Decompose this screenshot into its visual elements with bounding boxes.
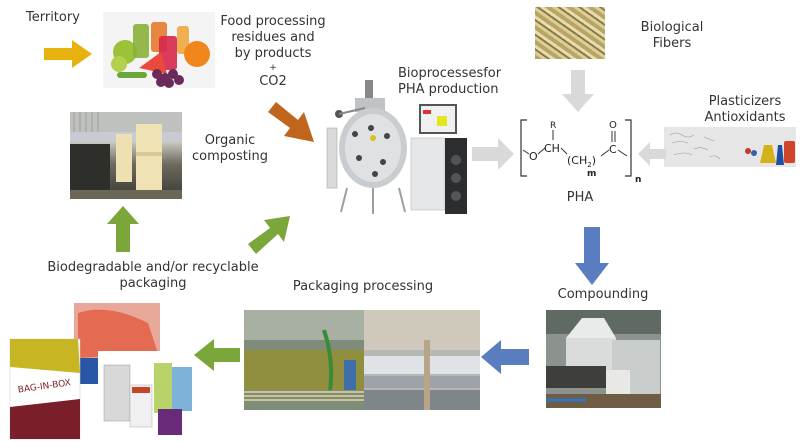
food-residues-line-4: + [269, 63, 277, 73]
food-residues-line-1: Food processing [220, 14, 326, 29]
composting-line-1: Organic [204, 133, 256, 148]
bioreactor-image [325, 78, 475, 218]
plasticizers-line-1: Plasticizers [708, 94, 782, 109]
pha-label: PHA [566, 190, 594, 205]
blue-arrow-down-icon [575, 227, 609, 285]
arrow-bioprocess-to-pha [472, 138, 514, 170]
bioprocesses-label: Bioprocessesfor PHA production [398, 66, 501, 98]
arrow-food-to-bioprocess [268, 102, 314, 142]
composting-facility-image [70, 112, 182, 199]
arrow-packaging-to-bioprocess [248, 216, 290, 254]
bioprocesses-line-1: Bioprocessesfor [398, 66, 502, 81]
arrow-territory [44, 40, 92, 68]
arrow-pha-to-compounding [575, 227, 609, 285]
arrow-processing-to-packaging [194, 339, 240, 371]
grey-arrow-left-icon [638, 142, 666, 166]
food-residues-line-5: CO2 [259, 74, 287, 89]
packaging-line-2: packaging [119, 276, 187, 291]
biological-fibers-line-2: Fibers [652, 36, 692, 51]
ch-group: CH [544, 142, 560, 155]
n-index: n [635, 175, 641, 185]
r-group: R [550, 121, 556, 131]
left-bracket [520, 119, 527, 177]
plasticizers-label: Plasticizers Antioxidants [690, 94, 800, 126]
pha-chemical-structure: O R CH (CH2) m O C n [515, 116, 650, 186]
carbon-atom: C [609, 143, 617, 156]
plasticizers-image [664, 127, 796, 167]
composting-line-2: composting [192, 149, 268, 164]
packaging-line-image-2 [364, 310, 480, 410]
green-arrow-up-icon [107, 206, 139, 252]
fruit-juice-image [103, 12, 215, 88]
arrow-plasticizers-to-pha [638, 142, 666, 166]
right-bracket [625, 119, 632, 177]
packaging-line-1: Biodegradable and/or recyclable [47, 260, 259, 275]
food-residues-line-2: residues and [231, 30, 315, 45]
food-residues-line-3: by products [234, 46, 312, 61]
arrow-packaging-to-composting [107, 206, 139, 252]
bioprocesses-line-2: PHA production [398, 82, 499, 97]
compounding-machine-image [546, 310, 661, 408]
ch2-chain: (CH2) [567, 154, 596, 169]
biological-fibers-label: Biological Fibers [632, 20, 712, 52]
oxygen-atom: O [529, 150, 538, 163]
green-arrow-diagonal-icon [248, 216, 290, 254]
packaging-line-image-1 [244, 310, 364, 410]
packaging-processing-label: Packaging processing [292, 279, 434, 294]
territory-label: Territory [26, 10, 80, 25]
blue-arrow-left-icon [481, 340, 529, 374]
grey-arrow-down-icon [562, 70, 594, 112]
packaging-products-image: BAG-IN-BOX [8, 303, 198, 441]
biological-fibers-line-1: Biological [640, 20, 704, 35]
green-arrow-left-icon [194, 339, 240, 371]
brown-arrow-icon [268, 102, 314, 142]
packaging-label: Biodegradable and/or recyclable packagin… [28, 260, 278, 292]
plasticizers-line-2: Antioxidants [704, 110, 786, 125]
m-index: m [587, 169, 596, 179]
arrow-compounding-to-packaging-processing [481, 340, 529, 374]
food-residues-label: Food processing residues and by products… [218, 14, 328, 90]
biological-fibers-image [535, 7, 605, 59]
composting-label: Organic composting [185, 133, 275, 165]
yellow-arrow-icon [44, 40, 92, 68]
grey-arrow-right-icon [472, 138, 514, 170]
arrow-fibers-to-pha [562, 70, 594, 112]
compounding-label: Compounding [557, 287, 649, 302]
carbonyl-oxygen: O [609, 120, 617, 131]
